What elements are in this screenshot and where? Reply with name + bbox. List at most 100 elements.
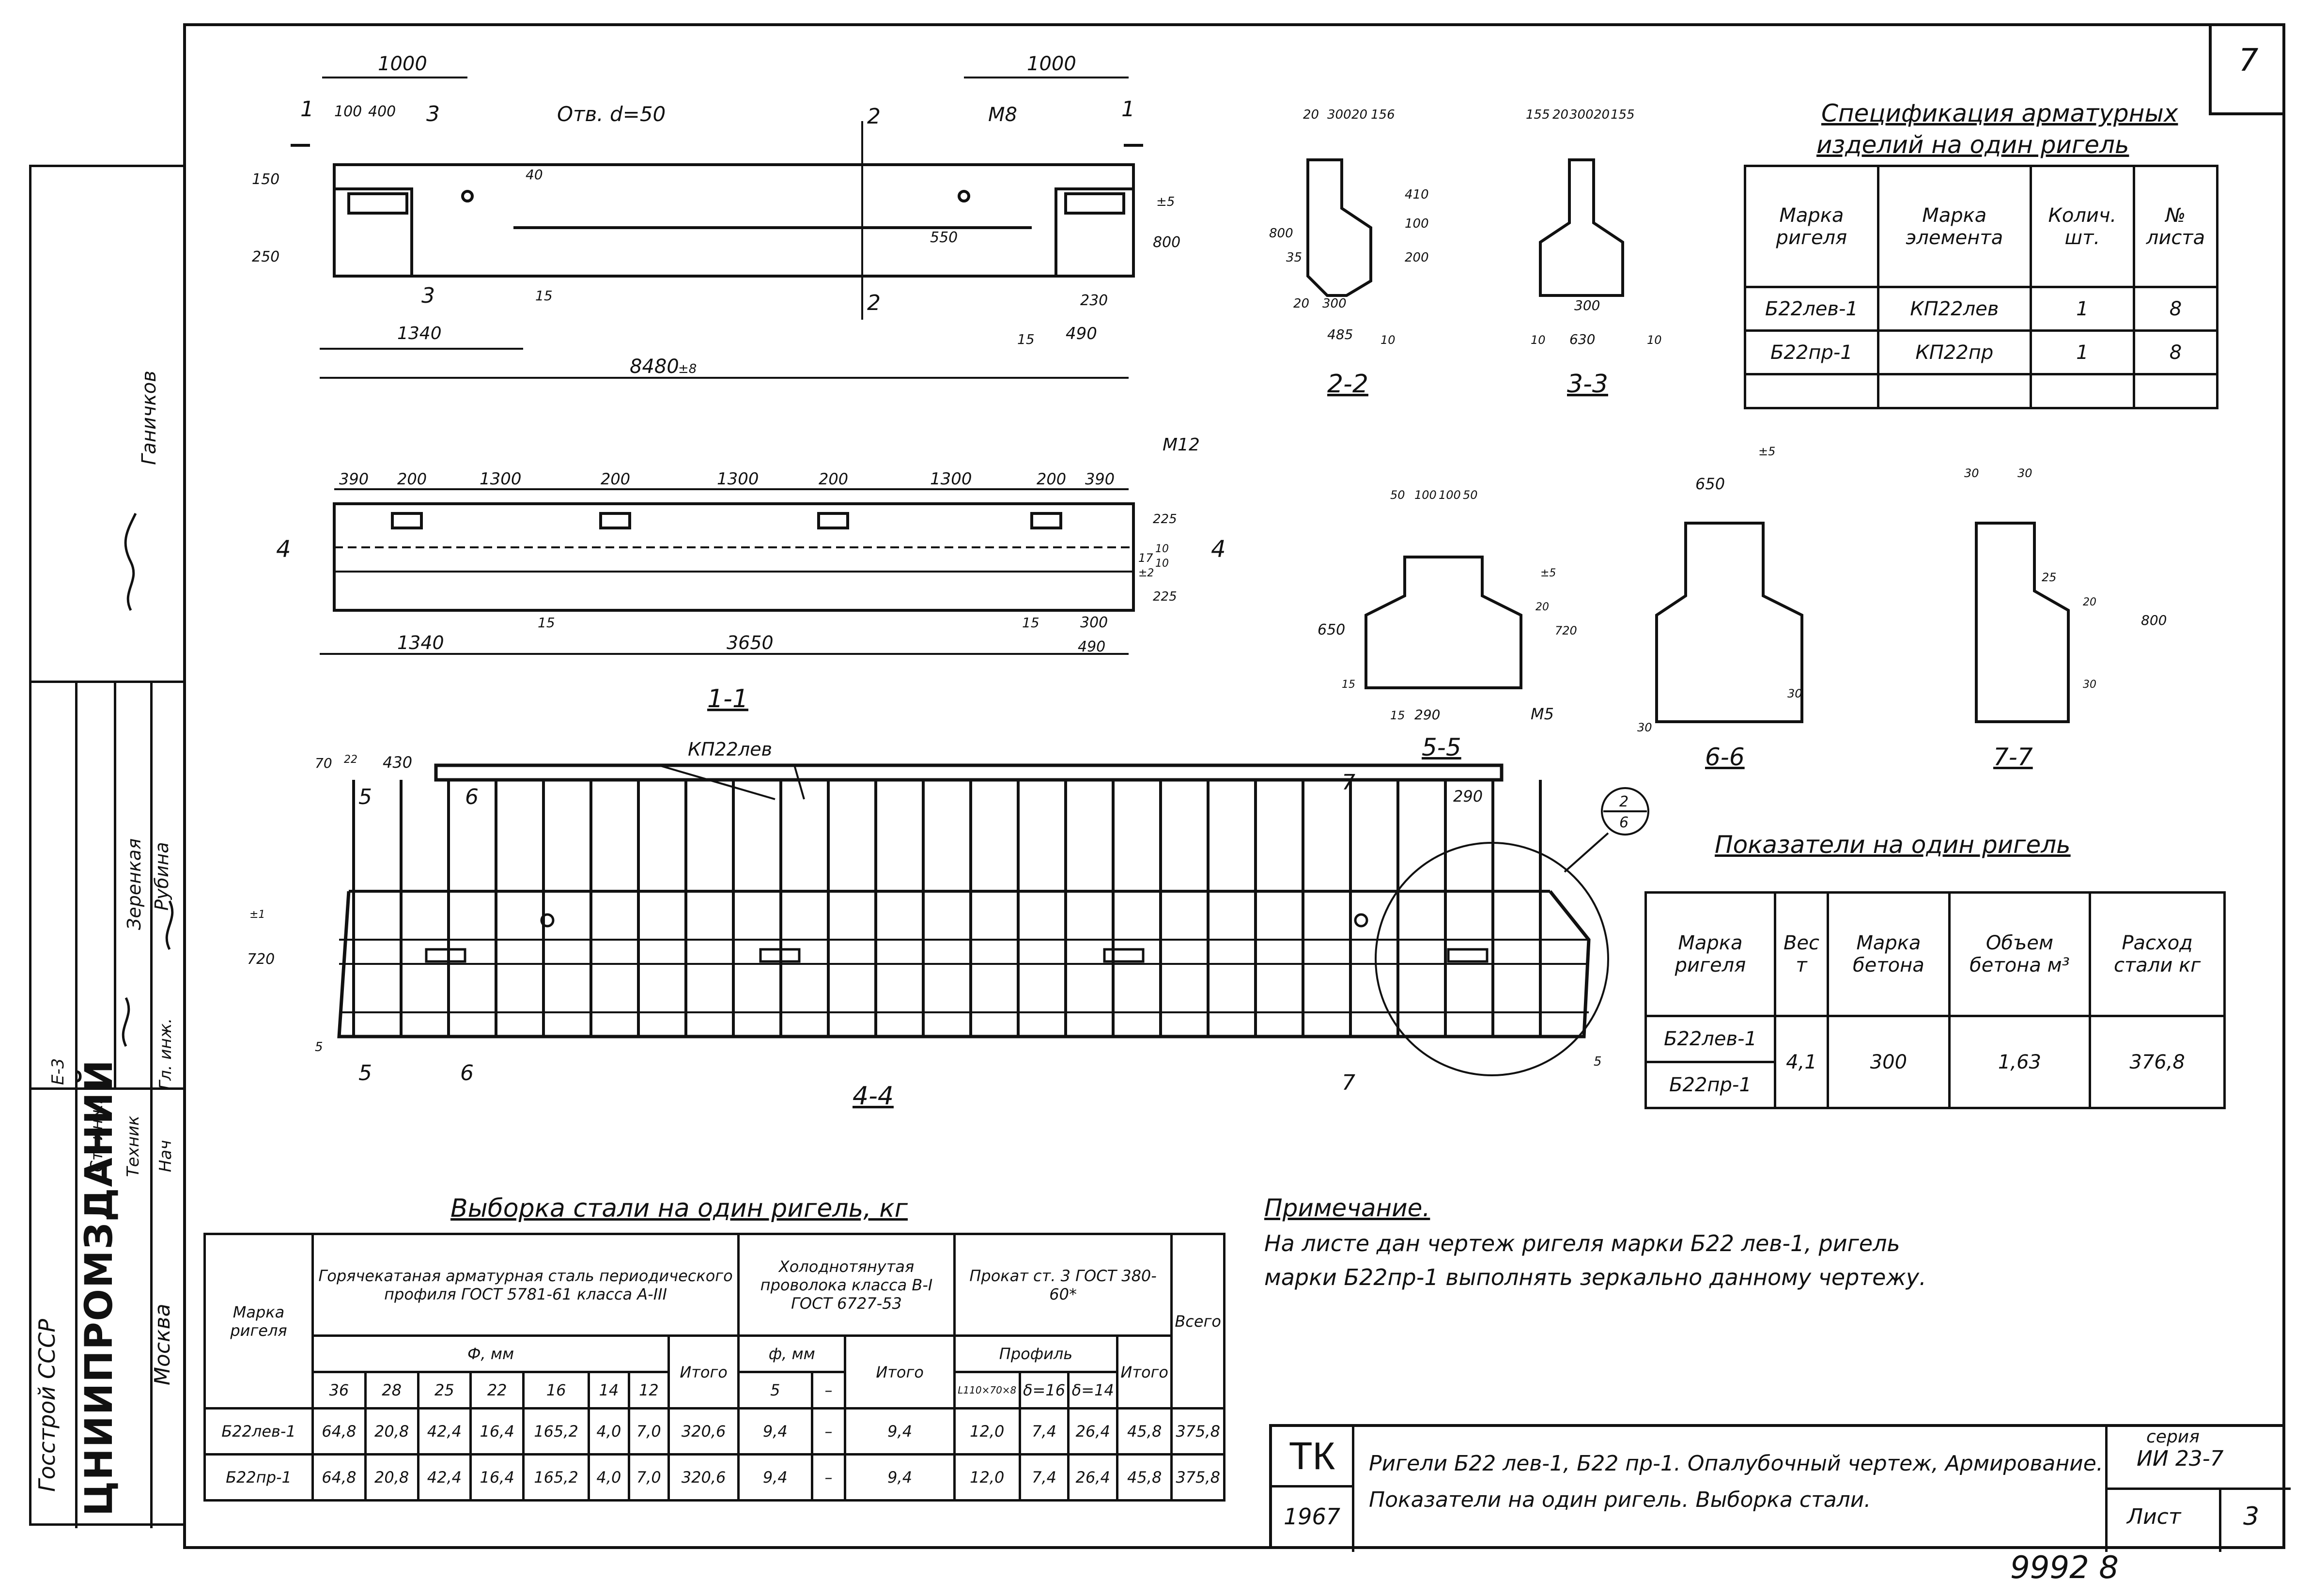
elev-dim-400: 400 [368, 103, 396, 120]
s22-dim-12: 10 [1380, 333, 1396, 347]
embed-plate [1064, 192, 1125, 215]
steel-table: Марка ригеля Горячекатаная арматурная ст… [203, 1233, 1225, 1502]
steel-cell: 9,4 [737, 1453, 813, 1502]
s22-dim-8: 200 [1405, 250, 1429, 265]
s66-dim-1: 30 [1637, 721, 1652, 734]
section-6-6 [1655, 522, 1803, 723]
spec-h-3: № листа [2132, 165, 2219, 288]
elev-mark-3a: 3 [426, 102, 440, 126]
s55-dim-9: 20 [1535, 601, 1549, 613]
s55-dim-8: 290 [1414, 707, 1440, 723]
section-5-5-title: 5-5 [1422, 733, 1461, 761]
plan-dim-16: 225 [1153, 589, 1177, 604]
plan-dim-0: 390 [339, 470, 369, 488]
s22-dim-5: 35 [1286, 250, 1302, 265]
steel-cell: 45,8 [1116, 1407, 1173, 1456]
ind-r1-c0: Б22пр-1 [1644, 1061, 1776, 1109]
s22-dim-4: 800 [1269, 226, 1293, 241]
reinf-4-4-title: 4-4 [853, 1082, 894, 1111]
spec-r0-c0: Б22лев-1 [1744, 286, 1879, 332]
spec-title-2: изделий на один ригель [1816, 131, 2129, 159]
plan-dim-12: 15 [1022, 615, 1039, 631]
steel-cell: 7,4 [1018, 1407, 1070, 1456]
plan-boxed: ±2 [1138, 567, 1154, 579]
s33-dim-0: 155 [1526, 108, 1550, 122]
reinf-dim-4: 290 [1453, 787, 1483, 806]
tk-label: ТК [1288, 1434, 1335, 1477]
steel-cell: 42,4 [417, 1407, 472, 1456]
elev-dim-800: 800 [1153, 234, 1180, 251]
steel-cell: 64,8 [311, 1453, 367, 1502]
steel-h-g3-sub: Профиль [953, 1334, 1119, 1373]
plan-dim-15: 225 [1153, 512, 1177, 527]
spec-r1-c2: 1 [2029, 329, 2135, 375]
steel-cell: 42,4 [417, 1453, 472, 1502]
s22-dim-3: 156 [1371, 108, 1395, 122]
cage-top-bar [434, 763, 1504, 782]
plan-outline [333, 502, 1135, 612]
s33-dim-8: 10 [1647, 333, 1662, 347]
plan-dim-10: 3650 [727, 632, 774, 653]
plan-label-m12: М12 [1163, 435, 1200, 455]
s77-dim-4: 800 [2141, 612, 2167, 628]
leader-kp22 [793, 765, 805, 800]
detail-leader [1564, 832, 1609, 873]
steel-h-d4: 16 [522, 1371, 590, 1410]
reinf-mark-5a: 5 [358, 785, 372, 809]
s66-dim-0: 650 [1695, 475, 1725, 493]
steel-cell: 320,6 [667, 1453, 740, 1502]
steel-cell: 7,0 [627, 1453, 670, 1502]
steel-h-d3: 22 [469, 1371, 525, 1410]
steel-cell: 4,0 [588, 1407, 630, 1456]
elev-mark-2b: 2 [867, 291, 881, 315]
elev-dim-1000-right: 1000 [1027, 53, 1076, 75]
s55-boxed: ±5 [1540, 567, 1556, 579]
s55-label-m5: М5 [1531, 705, 1554, 723]
steel-h-d2: 25 [417, 1371, 472, 1410]
plan-embed [391, 512, 423, 529]
s33-dim-6: 10 [1531, 333, 1546, 347]
steel-cell: 9,4 [844, 1407, 956, 1456]
s55-dim-7: 15 [1390, 709, 1405, 722]
elev-dim-550: 550 [930, 229, 958, 246]
hole-mark [461, 190, 474, 202]
signature-scribble [165, 900, 174, 950]
strip-column-line [150, 681, 153, 1087]
spec-r1-c0: Б22пр-1 [1744, 329, 1879, 375]
steel-h-d0: 36 [311, 1371, 367, 1410]
embed-plate [347, 192, 408, 215]
plan-dim-1: 200 [397, 470, 427, 488]
s33-dim-2: 300 [1569, 108, 1594, 122]
steel-h-group3: Прокат ст. 3 ГОСТ 380-60* [953, 1233, 1173, 1337]
reinf-dim-1: 430 [383, 753, 412, 772]
elev-dim-150: 150 [252, 171, 279, 188]
strip-column-line [75, 681, 78, 1528]
section-5-5 [1365, 556, 1522, 689]
section-2-2-title: 2-2 [1327, 370, 1368, 399]
series-value: ИИ 23-7 [2137, 1446, 2224, 1471]
title-line2: Показатели на один ригель. Выборка стали… [1369, 1488, 1871, 1512]
s77-dim-2: 25 [2042, 571, 2057, 584]
steel-cell: 9,4 [844, 1453, 956, 1502]
steel-title: Выборка стали на один ригель, кг [450, 1194, 908, 1223]
steel-h-g1-total: Итого [667, 1334, 740, 1410]
ind-concrete-volume: 1,63 [1948, 1015, 2092, 1109]
elev-dim-230: 230 [1080, 292, 1108, 309]
s55-dim-4: 650 [1318, 621, 1345, 638]
steel-h-p0: L110×70×8 [953, 1371, 1021, 1410]
s55-dim-0: 50 [1390, 488, 1405, 502]
spec-r0-c2: 1 [2029, 286, 2135, 332]
steel-h-all: Всего [1170, 1233, 1225, 1410]
reinf-boxed-1: ±1 [249, 909, 265, 921]
steel-h-group2: Холоднотянутая проволока класса В-I ГОСТ… [737, 1233, 956, 1337]
cage-embed [425, 948, 466, 963]
plan-dim-13: 300 [1080, 614, 1108, 631]
elev-dim-100: 100 [334, 103, 362, 120]
steel-cell: 4,0 [588, 1453, 630, 1502]
s55-dim-1: 100 [1414, 488, 1437, 502]
plan-embed [817, 512, 849, 529]
reinf-mark-6a: 6 [465, 785, 479, 809]
steel-h-w0: 5 [737, 1371, 813, 1410]
reinf-dim-3: 5 [315, 1040, 323, 1054]
beam-end-right [1055, 187, 1135, 278]
